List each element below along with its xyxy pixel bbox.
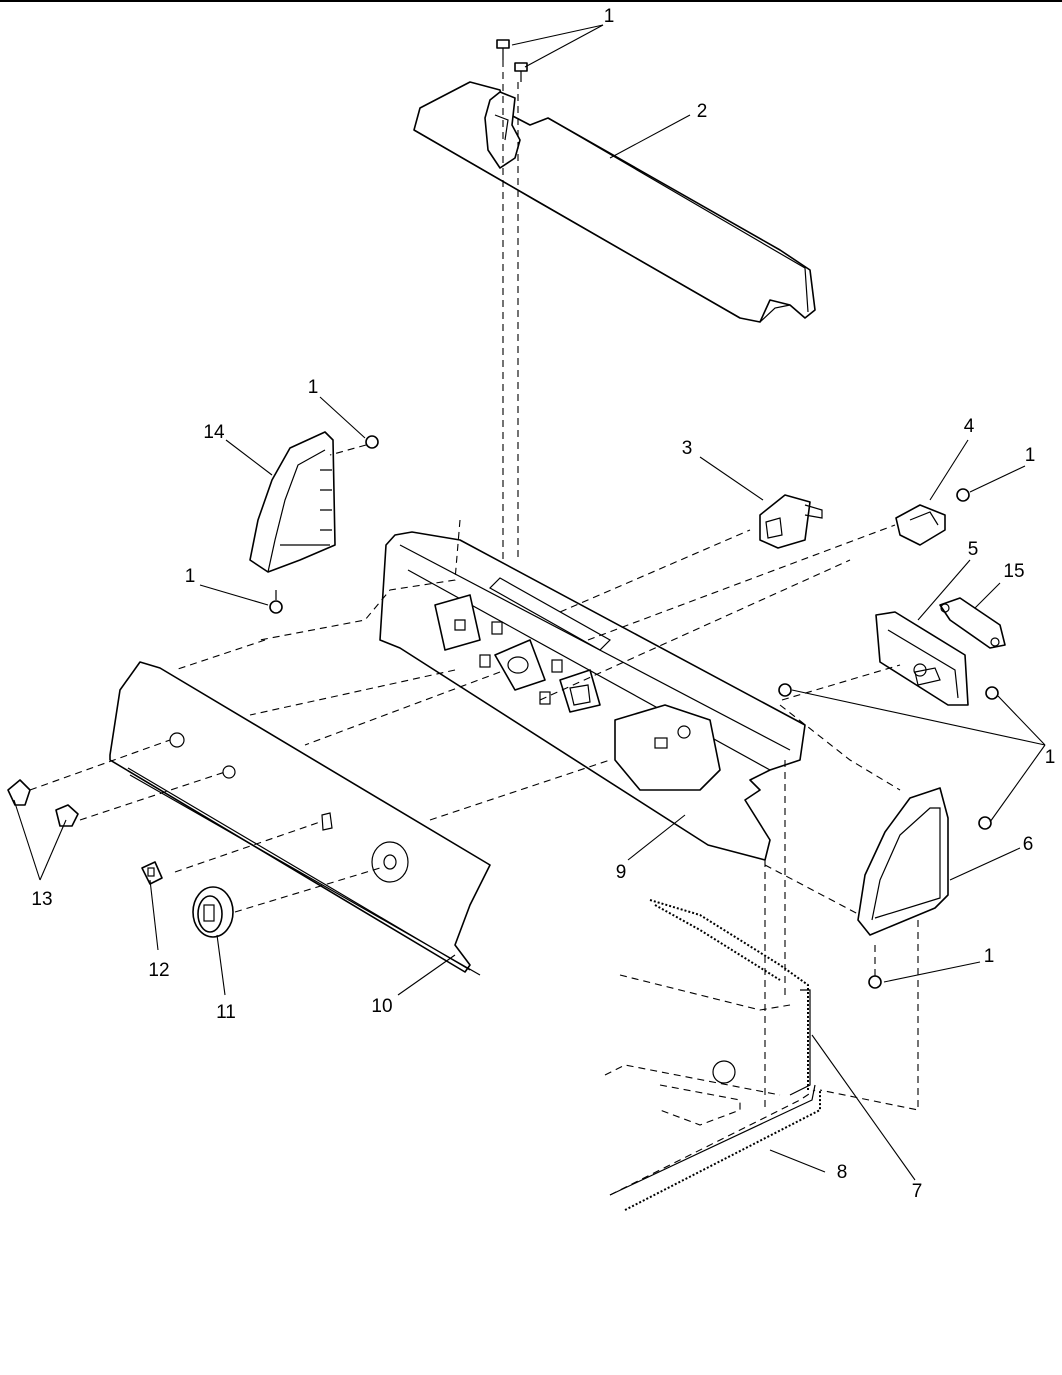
callout-4: 4 [964, 416, 975, 437]
callout-labels: 1 2 1 14 3 4 1 1 5 15 1 6 9 13 12 11 10 … [31, 6, 1055, 1202]
callout-9: 9 [616, 862, 627, 883]
callout-1-top: 1 [604, 6, 615, 27]
callout-5: 5 [968, 539, 979, 560]
callout-10: 10 [371, 996, 392, 1017]
screw-top-a [496, 39, 510, 60]
callout-1-left-upper: 1 [308, 377, 319, 398]
leader-lines [13, 24, 1046, 1181]
part-10-front-panel [109, 661, 491, 976]
part-4-push-switch [895, 504, 946, 546]
callout-11: 11 [216, 1002, 236, 1023]
part-6-right-end-cap [857, 787, 949, 936]
screw-4 [956, 488, 970, 502]
part-2-console-top-trim [413, 81, 816, 323]
callout-8: 8 [837, 1162, 848, 1183]
callout-3: 3 [682, 438, 693, 459]
callout-13: 13 [31, 889, 52, 910]
part-15-wire-harness [939, 597, 1006, 649]
callout-1-right-mid: 1 [1045, 747, 1056, 768]
callout-14: 14 [203, 422, 225, 443]
callout-6: 6 [1023, 834, 1034, 855]
screw-6-bottom [868, 975, 882, 989]
callout-15: 15 [1003, 561, 1024, 582]
screw-14-top [329, 435, 379, 456]
part-5-control-bracket [875, 611, 969, 706]
part-14-left-end-cap [249, 431, 336, 573]
screw-1-mid-a [778, 683, 792, 697]
screw-14-bottom [269, 590, 283, 614]
callout-1-right-lower: 1 [984, 946, 995, 967]
screw-1-mid-b [985, 686, 999, 700]
part-9-console-panel [379, 531, 806, 861]
callout-12: 12 [148, 960, 169, 981]
screw-top-b [514, 62, 528, 82]
part-13-knob-a [7, 779, 31, 806]
part-8-cabinet-top [604, 974, 821, 1211]
callout-2: 2 [697, 101, 708, 122]
part-12-switch-button [141, 861, 163, 885]
part-7-rear-bracket [649, 899, 811, 1096]
screw-6-top [978, 816, 992, 830]
callout-1-right-upper: 1 [1025, 445, 1036, 466]
part-13-knob-b [55, 804, 79, 827]
part-3-selector-switch [759, 494, 823, 549]
assembly-guides [29, 519, 919, 1111]
callout-7: 7 [912, 1181, 923, 1202]
part-11-timer-knob [192, 886, 234, 938]
callout-1-left-lower: 1 [185, 566, 196, 587]
